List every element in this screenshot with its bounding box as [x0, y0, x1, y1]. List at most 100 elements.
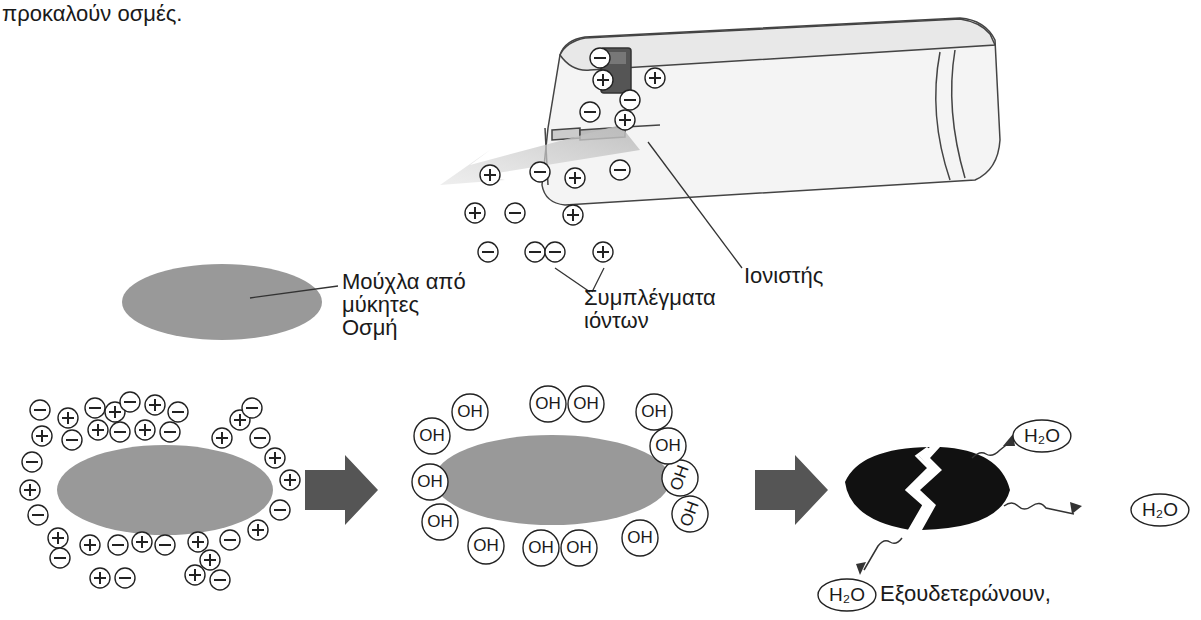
oh-text: OH: [473, 536, 499, 556]
ion-circle: [480, 165, 500, 185]
ion-sign: [584, 111, 596, 113]
hydroxyl-circle: OH: [451, 393, 489, 431]
ion-circle: [145, 395, 165, 415]
arrowhead: [856, 434, 1082, 575]
broken-mold: [845, 447, 930, 530]
mold-ellipse: [57, 445, 273, 535]
ion-sign: [529, 251, 541, 253]
outline: [523, 530, 559, 566]
ion-circle: [185, 565, 205, 585]
ion-sign: [221, 432, 223, 444]
ion-sign: [99, 572, 101, 584]
outline: [530, 386, 566, 422]
ion-circle: [593, 70, 613, 90]
ion-sign: [274, 452, 276, 464]
hydroxyl-circle: OH: [649, 427, 687, 465]
ion-sign: [574, 172, 576, 184]
ion-sign: [29, 484, 31, 496]
ion-circle: [132, 532, 152, 552]
oh-text: OH: [627, 528, 653, 548]
outline: [622, 520, 658, 556]
ion-sign: [209, 554, 211, 566]
ion-sign: [154, 399, 156, 411]
ion-circle: [22, 452, 42, 472]
outline: [1013, 420, 1071, 452]
ion-sign: [97, 424, 99, 436]
ion-circle: [590, 48, 610, 68]
broken-mold: [920, 447, 1010, 530]
ion-circle: [478, 242, 498, 262]
ion-sign: [114, 431, 126, 433]
water-ellipse: H₂O: [817, 578, 877, 612]
ion-sign: [602, 74, 604, 86]
note-text: Εξουδετερώνουν,: [880, 582, 1051, 605]
heading-text: προκαλούν οσμές.: [2, 2, 182, 25]
ion-symbols: [20, 48, 665, 590]
ion-circle: [615, 110, 635, 130]
ion-sign: [124, 401, 136, 403]
part-label: Μούχλα από μύκητες: [342, 270, 482, 316]
hydroxyl-circle: OH: [529, 385, 567, 423]
ion-circle: [265, 448, 285, 468]
hydroxyl-circle: OH: [467, 527, 505, 565]
ion-circle: [580, 102, 600, 122]
process-arrow: [755, 455, 828, 525]
ion-circle: [280, 470, 300, 490]
ion-sign: [239, 414, 241, 426]
air-conditioner: [542, 18, 1000, 205]
ion-circle: [48, 528, 68, 548]
ion-circle: [85, 398, 105, 418]
ion-circle: [90, 568, 110, 588]
outline: [568, 386, 604, 422]
oh-text: OH: [566, 538, 592, 558]
h2o-text: H₂O: [1024, 425, 1060, 447]
oh-text: OH: [641, 402, 667, 422]
ion-circle: [50, 548, 70, 568]
ion-circle: [120, 392, 140, 412]
ion-sign: [172, 411, 184, 413]
ion-sign: [534, 171, 546, 173]
ion-circle: [200, 550, 220, 570]
hydroxyl-circle: OH: [413, 417, 451, 455]
hydroxyl-circle: OH: [560, 529, 598, 567]
part-label: Ιονιστής: [744, 264, 823, 287]
ion-sign: [32, 514, 44, 516]
ion-circle: [168, 402, 188, 422]
ion-circle: [525, 242, 545, 262]
ion-circle: [108, 535, 128, 555]
ion-sign: [114, 406, 116, 418]
oh-text: OH: [655, 436, 681, 456]
ion-sign: [549, 251, 561, 253]
ion-sign: [26, 461, 38, 463]
ion-circle: [32, 426, 52, 446]
oh-text: OH: [457, 402, 483, 422]
ion-circle: [645, 68, 665, 88]
outline: [667, 491, 713, 537]
ion-circle: [210, 570, 230, 590]
ion-sign: [119, 577, 131, 579]
oh-text: OH: [419, 426, 445, 446]
oh-text: OH: [417, 472, 443, 492]
h2o-text: H₂O: [829, 584, 865, 606]
ion-circle: [115, 568, 135, 588]
ion-circle: [155, 535, 175, 555]
ion-circle: [593, 242, 613, 262]
part-label: Συμπλέγματα ιόντων: [584, 286, 734, 332]
leader-line: [648, 142, 742, 268]
ion-sign: [274, 509, 286, 511]
part-label: Οσμή: [342, 316, 398, 339]
ion-sign: [654, 72, 656, 84]
oh-text: OH: [528, 538, 554, 558]
outline: [452, 394, 488, 430]
hydroxyl-circle: OH: [522, 529, 560, 567]
ion-circle: [212, 428, 232, 448]
ion-circle: [242, 398, 262, 418]
ion-circle: [270, 500, 290, 520]
ion-circle: [465, 203, 485, 223]
ion-sign: [67, 412, 69, 424]
ion-circle: [250, 428, 270, 448]
ion-circle: [545, 242, 565, 262]
ion-circle: [62, 430, 82, 450]
ion-sign: [214, 579, 226, 581]
